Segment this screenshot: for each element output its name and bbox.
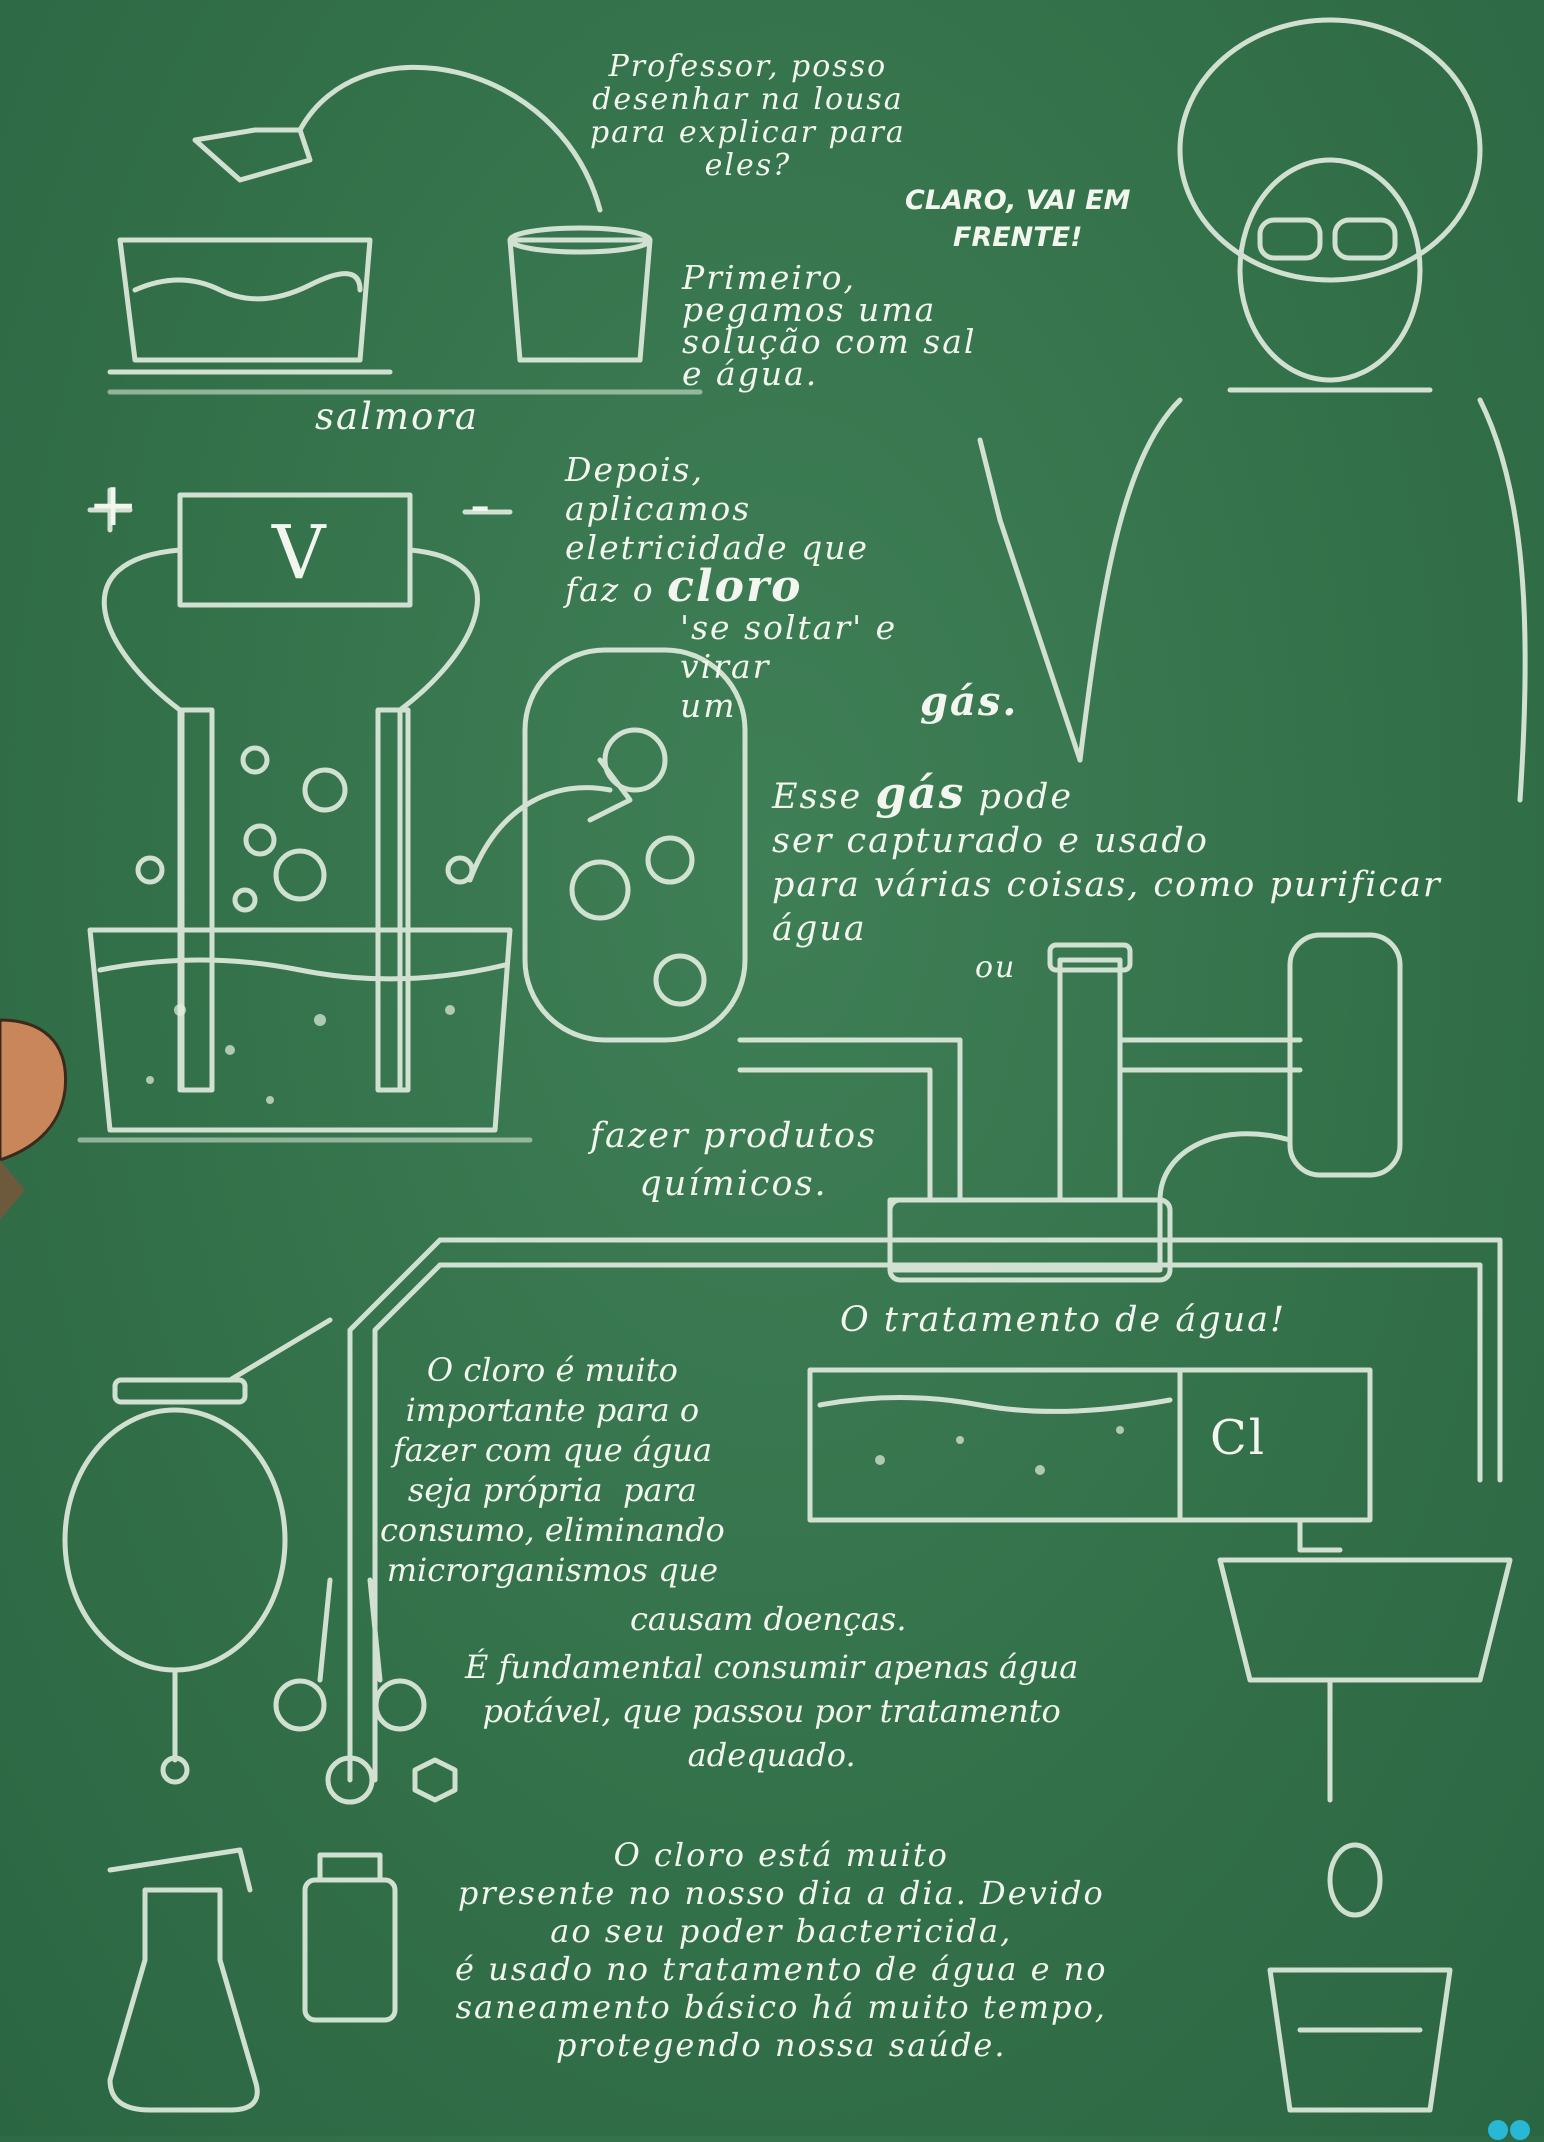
importance-text-b: causam doenças. xyxy=(630,1600,907,1638)
battery-label: V xyxy=(272,510,327,596)
step-one-text: Primeiro, pegamos uma solução com sal e … xyxy=(682,262,976,390)
treatment-title: O tratamento de água! xyxy=(840,1300,1286,1340)
gas-usage-a: Esse xyxy=(772,777,875,817)
step-two-text-b: 'se soltar' e virar um xyxy=(680,608,897,725)
chlorine-tank xyxy=(1290,935,1400,1175)
student-hand xyxy=(0,1000,80,1220)
electrode-left xyxy=(182,710,212,1090)
fundamental-text: É fundamental consumir apenas água potáv… xyxy=(465,1645,1078,1777)
flask-icon xyxy=(65,1410,285,1670)
chemical-products-text: fazer produtos químicos. xyxy=(590,1112,877,1208)
teacher-drawing xyxy=(980,20,1525,800)
gas-usage-text: Esse gás pode ser capturado e usado para… xyxy=(772,772,1442,951)
minus-sign: - xyxy=(470,470,492,540)
teacher-answer: CLARO, VAI EM FRENTE! xyxy=(905,182,1130,256)
chlorine-symbol: Cl xyxy=(1210,1410,1266,1466)
plus-sign: + xyxy=(88,470,140,540)
importance-text: O cloro é muito importante para o fazer … xyxy=(380,1350,725,1590)
electrode-right xyxy=(378,710,408,1090)
curved-arrow-icon xyxy=(300,67,600,210)
daily-use-text: O cloro está muito presente no nosso dia… xyxy=(455,1836,1108,2064)
step-two-chlorine-word: cloro xyxy=(667,561,802,612)
glass-icon xyxy=(1270,1970,1450,2110)
brine-label: salmora xyxy=(315,395,479,438)
step-two-text: Depois, aplicamos eletricidade que faz o… xyxy=(565,450,869,609)
spray-bottle-icon xyxy=(110,1890,257,2110)
student-question: Professor, posso desenhar na lousa para … xyxy=(590,50,906,182)
molecule-icon xyxy=(415,1760,455,1800)
page-number-badge xyxy=(1484,2118,1534,2142)
gas-usage-gas-word: gás xyxy=(875,768,965,819)
sink-basin xyxy=(1220,1560,1510,1680)
step-two-gas-word: gás. xyxy=(920,678,1018,725)
medicine-bottle-icon xyxy=(305,1880,395,2020)
salt-jar xyxy=(510,240,650,360)
treatment-tank xyxy=(810,1370,1370,1520)
or-text: ou xyxy=(975,950,1016,985)
